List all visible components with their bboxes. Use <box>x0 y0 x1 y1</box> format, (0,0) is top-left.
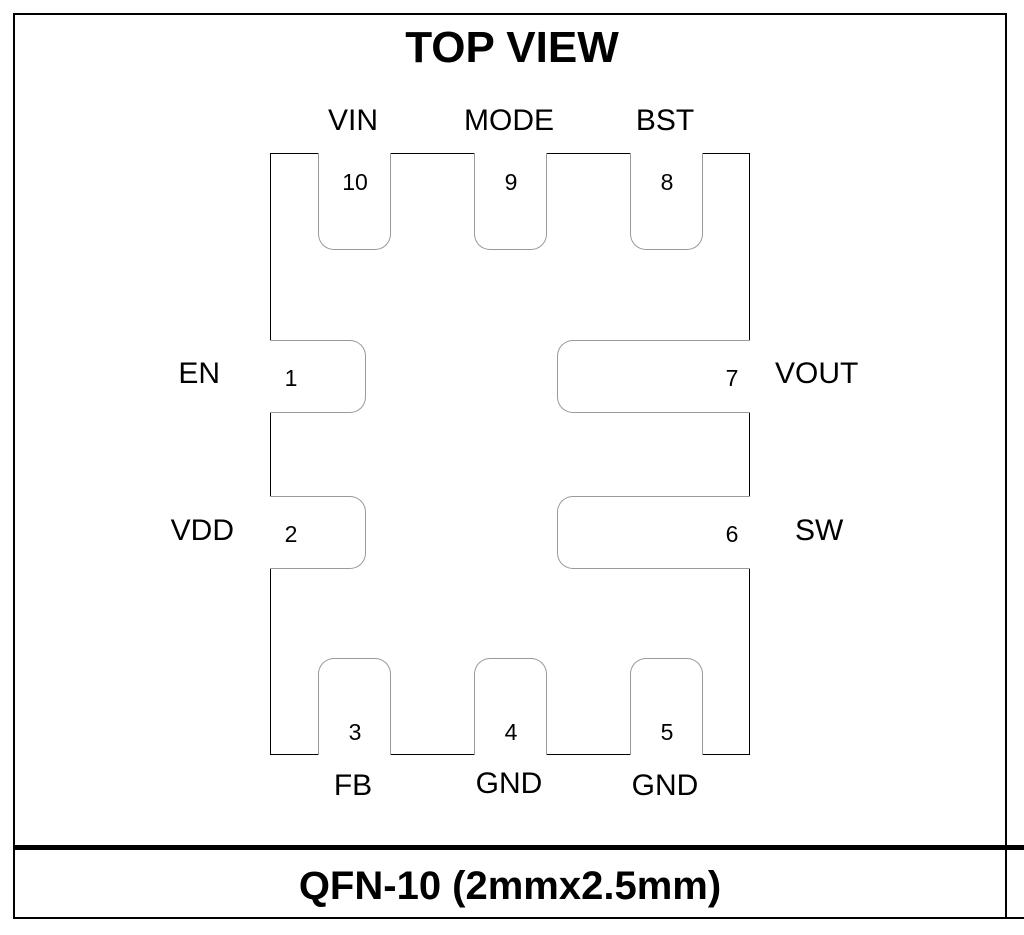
pin-5-number: 5 <box>660 719 674 745</box>
pin-7-pad: 7 <box>557 340 750 413</box>
pin-7-label: VOUT <box>775 357 859 390</box>
frame-divider <box>13 845 1024 850</box>
pin-7-number: 7 <box>725 365 739 391</box>
package-caption: QFN-10 (2mmx2.5mm) <box>298 864 722 908</box>
pin-1-number: 1 <box>284 365 298 391</box>
pin-2-pad: 2 <box>270 496 366 569</box>
pin-3-number: 3 <box>348 719 362 745</box>
pin-5-pad: 5 <box>630 658 703 755</box>
pin-8-pad: 8 <box>630 153 703 250</box>
pin-2-number: 2 <box>284 521 298 547</box>
pin-9-label: MODE <box>464 104 554 137</box>
pin-8-label: BST <box>635 104 695 137</box>
frame-edge <box>1005 917 1024 919</box>
pin-6-pad: 6 <box>557 496 750 569</box>
pin-9-number: 9 <box>504 169 518 195</box>
diagram-frame <box>13 13 1007 847</box>
pin-4-number: 4 <box>504 719 518 745</box>
package-body: 10 9 8 1 2 7 6 3 4 5 <box>270 153 750 755</box>
pin-8-number: 8 <box>660 169 674 195</box>
pin-1-label: EN <box>178 357 220 390</box>
pin-5-label: GND <box>631 769 699 802</box>
pin-2-label: VDD <box>170 514 234 547</box>
pin-6-label: SW <box>795 514 844 547</box>
caption-frame <box>13 850 1007 919</box>
pin-9-pad: 9 <box>474 153 547 250</box>
pin-10-pad: 10 <box>318 153 391 250</box>
diagram-title: TOP VIEW <box>405 23 619 72</box>
pin-10-number: 10 <box>342 169 368 195</box>
pin-1-pad: 1 <box>270 340 366 413</box>
pin-3-pad: 3 <box>318 658 391 755</box>
pin-6-number: 6 <box>725 521 739 547</box>
pin-3-label: FB <box>333 769 373 802</box>
pin-4-pad: 4 <box>474 658 547 755</box>
pin-10-label: VIN <box>327 104 378 137</box>
pin-4-label: GND <box>475 767 543 800</box>
